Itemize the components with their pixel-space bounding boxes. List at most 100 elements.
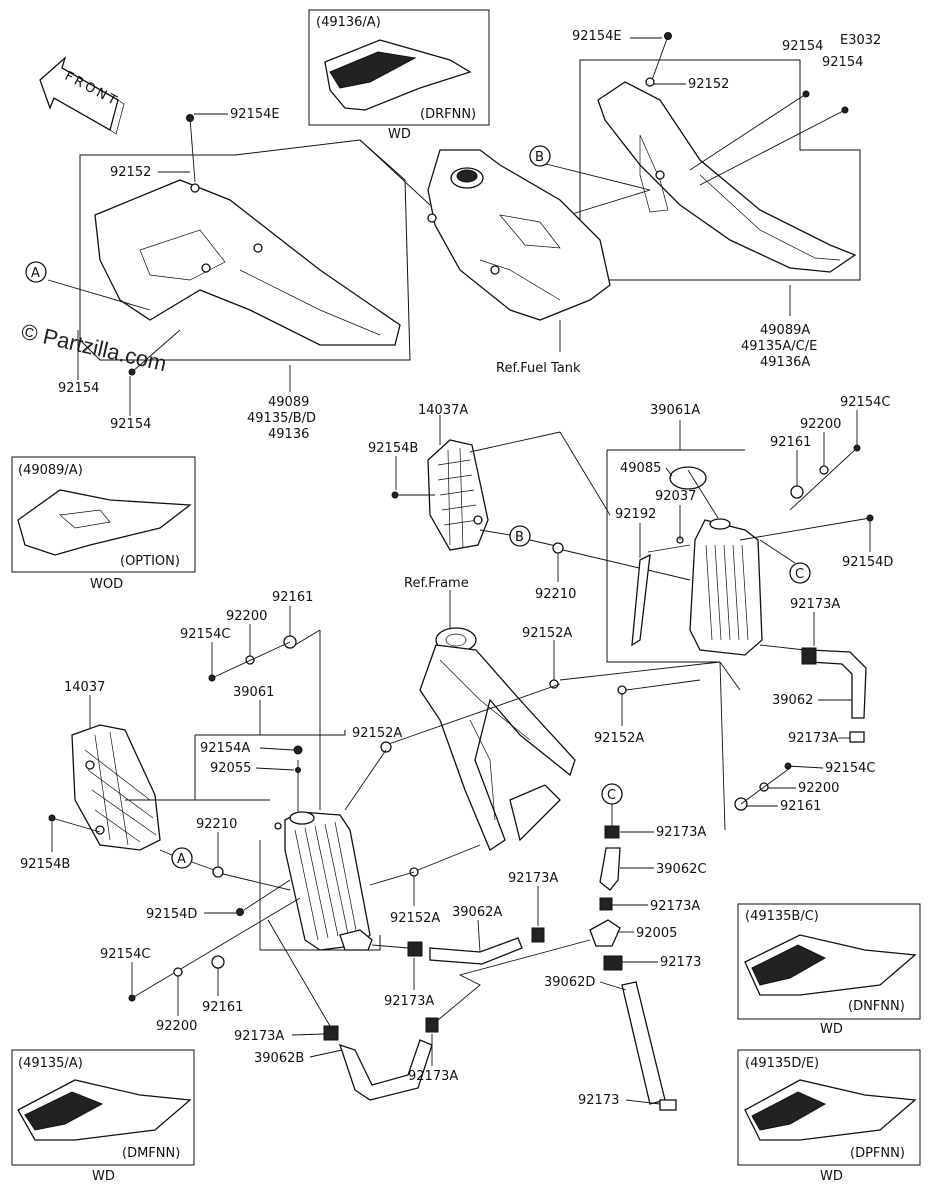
callout-label: B: [535, 150, 544, 165]
label-14037: 14037: [64, 680, 105, 695]
inset-code: (49136/A): [316, 15, 381, 30]
label-92154: 92154: [110, 417, 151, 432]
inset-code: (49089/A): [18, 463, 83, 478]
callout-c-right: C: [789, 562, 811, 584]
inset-variant: (DRFNN): [420, 107, 476, 122]
label-92210: 92210: [535, 587, 576, 602]
fuel-tank: [427, 149, 611, 352]
callout-a-top: A: [25, 261, 47, 283]
label-92154: 92154: [822, 55, 863, 70]
callout-label: B: [515, 530, 524, 545]
label-92154: 92154: [782, 39, 823, 54]
label-92210: 92210: [196, 817, 237, 832]
frame: [419, 590, 576, 851]
label-49085: 49085: [620, 461, 661, 476]
label-92152A: 92152A: [390, 911, 440, 926]
callout-label: C: [607, 788, 616, 803]
shroud-left-group: [47, 114, 431, 392]
inset-region: WD: [820, 1169, 843, 1184]
inset-variant: (DMFNN): [122, 1146, 180, 1161]
label-92152A: 92152A: [352, 726, 402, 741]
label-39062A: 39062A: [452, 905, 502, 920]
label-14037A: 14037A: [418, 403, 468, 418]
label-49136A: 49136A: [760, 355, 810, 370]
front-arrow-icon: FRONT: [39, 56, 125, 135]
inset-region: WOD: [90, 577, 123, 592]
label-92154E: 92154E: [230, 107, 280, 122]
shroud-right-group: [519, 32, 861, 316]
label-92173A: 92173A: [656, 825, 706, 840]
label-39062B: 39062B: [254, 1051, 304, 1066]
callout-a-lower: A: [171, 847, 193, 869]
label-92200: 92200: [798, 781, 839, 796]
label-39061A: 39061A: [650, 403, 700, 418]
label-92152A: 92152A: [522, 626, 572, 641]
label-49089: 49089: [268, 395, 309, 410]
inset-code: (49135B/C): [745, 909, 819, 924]
label-92154C: 92154C: [180, 627, 230, 642]
label-92152: 92152: [688, 77, 729, 92]
inset-region: WD: [92, 1169, 115, 1184]
ref-frame: Ref.Frame: [404, 576, 469, 591]
hose-39062b: [267, 919, 591, 1101]
label-39062D: 39062D: [544, 975, 595, 990]
label-92200: 92200: [226, 609, 267, 624]
label-92173A: 92173A: [788, 731, 838, 746]
inset-49135BC: (49135B/C) (DNFNN) WD: [737, 903, 921, 1037]
label-49135ACE: 49135A/C/E: [741, 339, 817, 354]
hose-39062c-d: [589, 825, 677, 1111]
inset-region: WD: [388, 127, 411, 142]
label-92173A: 92173A: [790, 597, 840, 612]
label-92173A: 92173A: [650, 899, 700, 914]
label-39062C: 39062C: [656, 862, 706, 877]
label-92154D: 92154D: [146, 907, 197, 922]
label-92161: 92161: [770, 435, 811, 450]
inset-variant: (DNFNN): [848, 999, 905, 1014]
label-39061: 39061: [233, 685, 274, 700]
label-92055: 92055: [210, 761, 251, 776]
lower-left-fasteners: [128, 897, 301, 1002]
inset-code: (49135/A): [18, 1056, 83, 1071]
inset-variant: (DPFNN): [850, 1146, 905, 1161]
label-92154A: 92154A: [200, 741, 250, 756]
diagram-code: E3032: [840, 33, 881, 48]
label-92154: 92154: [58, 381, 99, 396]
hose-39062: [801, 647, 867, 743]
label-92154B: 92154B: [20, 857, 70, 872]
radiator-guard-left: [48, 695, 270, 856]
label-92154C: 92154C: [100, 947, 150, 962]
label-92200: 92200: [156, 1019, 197, 1034]
radiator-left: [194, 629, 561, 951]
inset-49089A: (49089/A) (OPTION) WOD: [11, 456, 196, 592]
label-92154B: 92154B: [368, 441, 418, 456]
inset-code: (49135D/E): [745, 1056, 819, 1071]
callout-label: C: [795, 567, 804, 582]
hose-39062a: [371, 927, 545, 965]
inset-49135DE: (49135D/E) (DPFNN) WD: [737, 1049, 921, 1184]
ref-fuel-tank: Ref.Fuel Tank: [496, 361, 581, 376]
label-49135BD: 49135/B/D: [247, 411, 316, 426]
label-92161: 92161: [202, 1000, 243, 1015]
label-92154C: 92154C: [840, 395, 890, 410]
label-92161: 92161: [272, 590, 313, 605]
radiator-guard-right: [391, 415, 611, 551]
label-92173A: 92173A: [234, 1029, 284, 1044]
label-92173A: 92173A: [384, 994, 434, 1009]
label-92154D: 92154D: [842, 555, 893, 570]
inset-variant: (OPTION): [120, 554, 180, 569]
label-92173: 92173: [578, 1093, 619, 1108]
label-92154E: 92154E: [572, 29, 622, 44]
label-92152A: 92152A: [594, 731, 644, 746]
callout-b-mid: B: [509, 525, 531, 547]
callout-b-top: B: [529, 145, 551, 167]
callout-label: A: [177, 852, 186, 867]
label-39062: 39062: [772, 693, 813, 708]
callout-c-lower: C: [601, 783, 623, 805]
label-92173A: 92173A: [408, 1069, 458, 1084]
label-92154C: 92154C: [825, 761, 875, 776]
label-49089A: 49089A: [760, 323, 810, 338]
radiator-right: [559, 420, 874, 831]
callout-label: A: [31, 266, 40, 281]
inset-49135A: (49135/A) (DMFNN) WD: [11, 1049, 195, 1184]
